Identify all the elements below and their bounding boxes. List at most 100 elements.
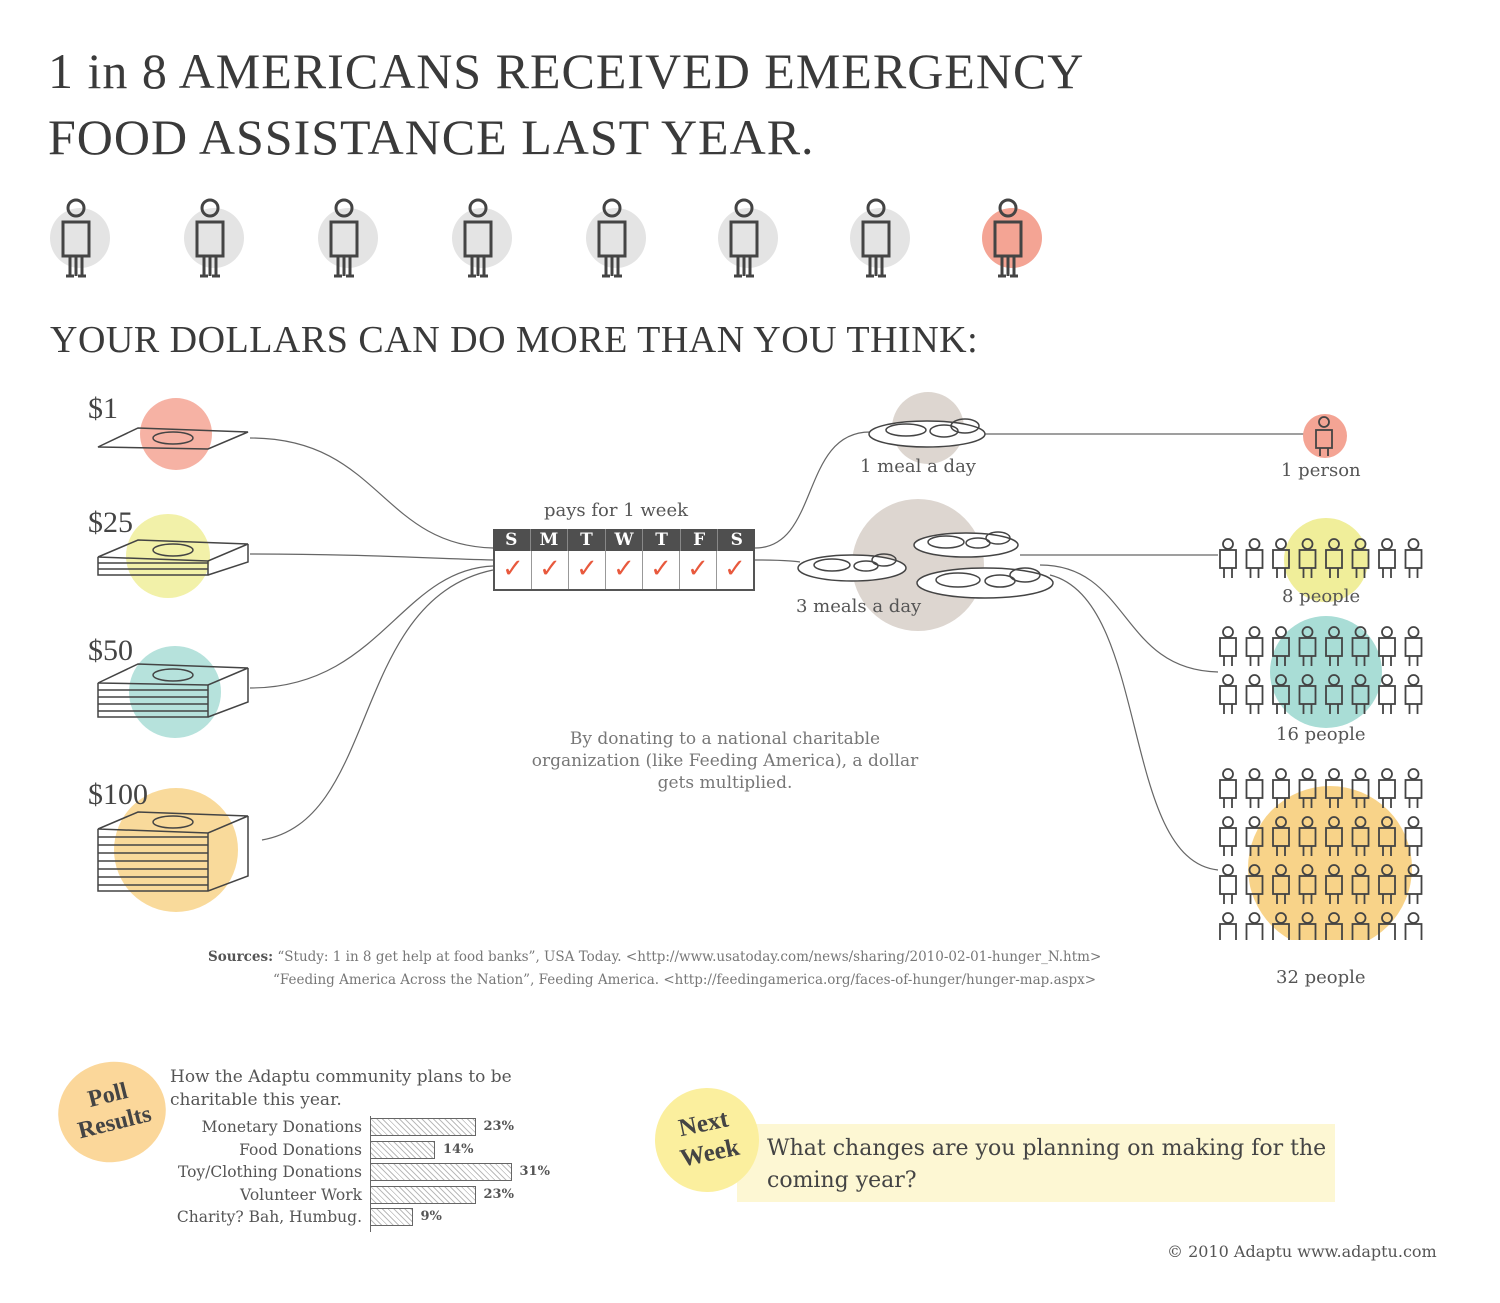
person-icon [584, 196, 648, 280]
poll-row-label: Monetary Donations [201, 1118, 362, 1136]
amount-label-50: $50 [88, 634, 133, 667]
person-icon [1351, 768, 1370, 808]
people-label-1: 1 person [1281, 460, 1361, 481]
person-icon [1378, 674, 1396, 714]
person-icon [316, 196, 380, 280]
person-icon [1219, 674, 1237, 714]
poll-bar-value: 31% [519, 1164, 550, 1179]
day-label: S [730, 530, 743, 550]
person-icon [1245, 816, 1264, 856]
poll-row: Monetary Donations 23% [150, 1116, 570, 1138]
person-icon [1378, 538, 1396, 578]
person-icon [1298, 674, 1317, 714]
blob-1 [140, 398, 212, 470]
poll-row: Charity? Bah, Humbug. 9% [150, 1206, 570, 1228]
plate-icon [797, 553, 907, 582]
person-icon [1404, 864, 1423, 904]
week-calendar: S M T W T F S ✓ ✓ ✓ ✓ ✓ ✓ ✓ [493, 529, 755, 591]
person-icon [1404, 538, 1423, 578]
person-icon [1325, 626, 1343, 666]
person-icon [1404, 626, 1423, 666]
highlighted-person-icon [980, 196, 1044, 280]
page-title: 1 in 8 AMERICANS RECEIVED EMERGENCY FOOD… [48, 38, 1348, 170]
person-icon [1272, 816, 1290, 856]
person-icon [450, 196, 514, 280]
meal-label-one: 1 meal a day [860, 456, 976, 477]
person-icon [1378, 912, 1396, 940]
amount-label-1: $1 [88, 392, 118, 425]
person-icon [1298, 816, 1317, 856]
person-icon [1351, 912, 1370, 940]
person-icon [1219, 864, 1237, 904]
person-icon [182, 196, 246, 280]
day-label: T [568, 529, 606, 551]
week-days-header: S M T W T F S [493, 529, 755, 551]
week-checkmarks: ✓ ✓ ✓ ✓ ✓ ✓ ✓ [493, 551, 755, 591]
title-line-1: 1 in 8 AMERICANS RECEIVED EMERGENCY [48, 43, 1085, 99]
source-line-2: “Feeding America Across the Nation”, Fee… [273, 972, 1097, 988]
person-icon [1404, 768, 1423, 808]
poll-bar [370, 1185, 476, 1204]
person-icon [1272, 674, 1290, 714]
blob-100 [114, 788, 238, 912]
poll-row-label: Volunteer Work [240, 1185, 362, 1204]
person-icon [1272, 626, 1290, 666]
source-line-1: “Study: 1 in 8 get help at food banks”, … [277, 949, 1102, 965]
person-icon [1272, 912, 1290, 940]
person-icon [1378, 626, 1396, 666]
person-icon [1325, 912, 1343, 940]
person-icon [1272, 538, 1290, 578]
person-icon [1272, 768, 1290, 808]
poll-bar [370, 1208, 413, 1226]
person-icon [1325, 768, 1343, 808]
title-line-2: FOOD ASSISTANCE LAST YEAR. [48, 109, 815, 165]
poll-row-label: Toy/Clothing Donations [177, 1163, 362, 1181]
person-icon [1378, 768, 1396, 808]
people-label-8: 8 people [1282, 586, 1361, 607]
week-caption: pays for 1 week [544, 500, 688, 521]
person-icon [1325, 864, 1343, 904]
checkmark-icon: ✓ [532, 551, 569, 589]
next-week-question: What changes are you planning on making … [767, 1136, 1327, 1193]
section-subtitle: YOUR DOLLARS CAN DO MORE THAN YOU THINK: [50, 319, 979, 361]
amount-label-100: $100 [88, 778, 148, 811]
person-icon [1351, 816, 1370, 856]
poll-bar-value: 23% [483, 1186, 514, 1202]
person-icon [1272, 864, 1290, 904]
day-label: F [681, 529, 719, 551]
people-label-32: 32 people [1276, 967, 1366, 988]
poll-bar-value: 23% [483, 1119, 514, 1134]
sources: Sources: “Study: 1 in 8 get help at food… [180, 946, 1190, 992]
crowd-16-blob [1270, 616, 1382, 728]
person-icon [716, 196, 780, 280]
person-icon [1245, 538, 1264, 578]
person-icon [1298, 626, 1317, 666]
poll-bar [370, 1163, 512, 1181]
crowd-32-people-icons [1219, 768, 1423, 940]
person-icon [1219, 912, 1237, 940]
person-icon [848, 196, 912, 280]
checkmark-icon: ✓ [643, 551, 680, 589]
poll-bar-value: 9% [420, 1209, 442, 1224]
poll-bar-value: 14% [443, 1141, 474, 1157]
poll-question: How the Adaptu community plans to be cha… [170, 1067, 512, 1110]
person-icon [1298, 768, 1317, 808]
people-label-16: 16 people [1276, 724, 1366, 745]
person-1-blob [1303, 414, 1347, 458]
person-icon [1298, 864, 1317, 904]
person-icon [1245, 912, 1264, 940]
person-icon [1325, 538, 1343, 578]
checkmark-icon: ✓ [569, 551, 606, 589]
person-icon [1245, 864, 1264, 904]
person-icon [1325, 816, 1343, 856]
person-icon [1325, 674, 1343, 714]
blob-50 [129, 646, 221, 738]
bill-stack-50-icon [97, 663, 249, 718]
poll-row-label: Charity? Bah, Humbug. [176, 1208, 362, 1226]
person-icon [1219, 768, 1237, 808]
day-label: T [643, 529, 681, 551]
crowd-8-people-icons [1219, 538, 1423, 578]
poll-row: Toy/Clothing Donations 31% [150, 1161, 570, 1183]
donation-flow-diagram [97, 392, 1423, 940]
